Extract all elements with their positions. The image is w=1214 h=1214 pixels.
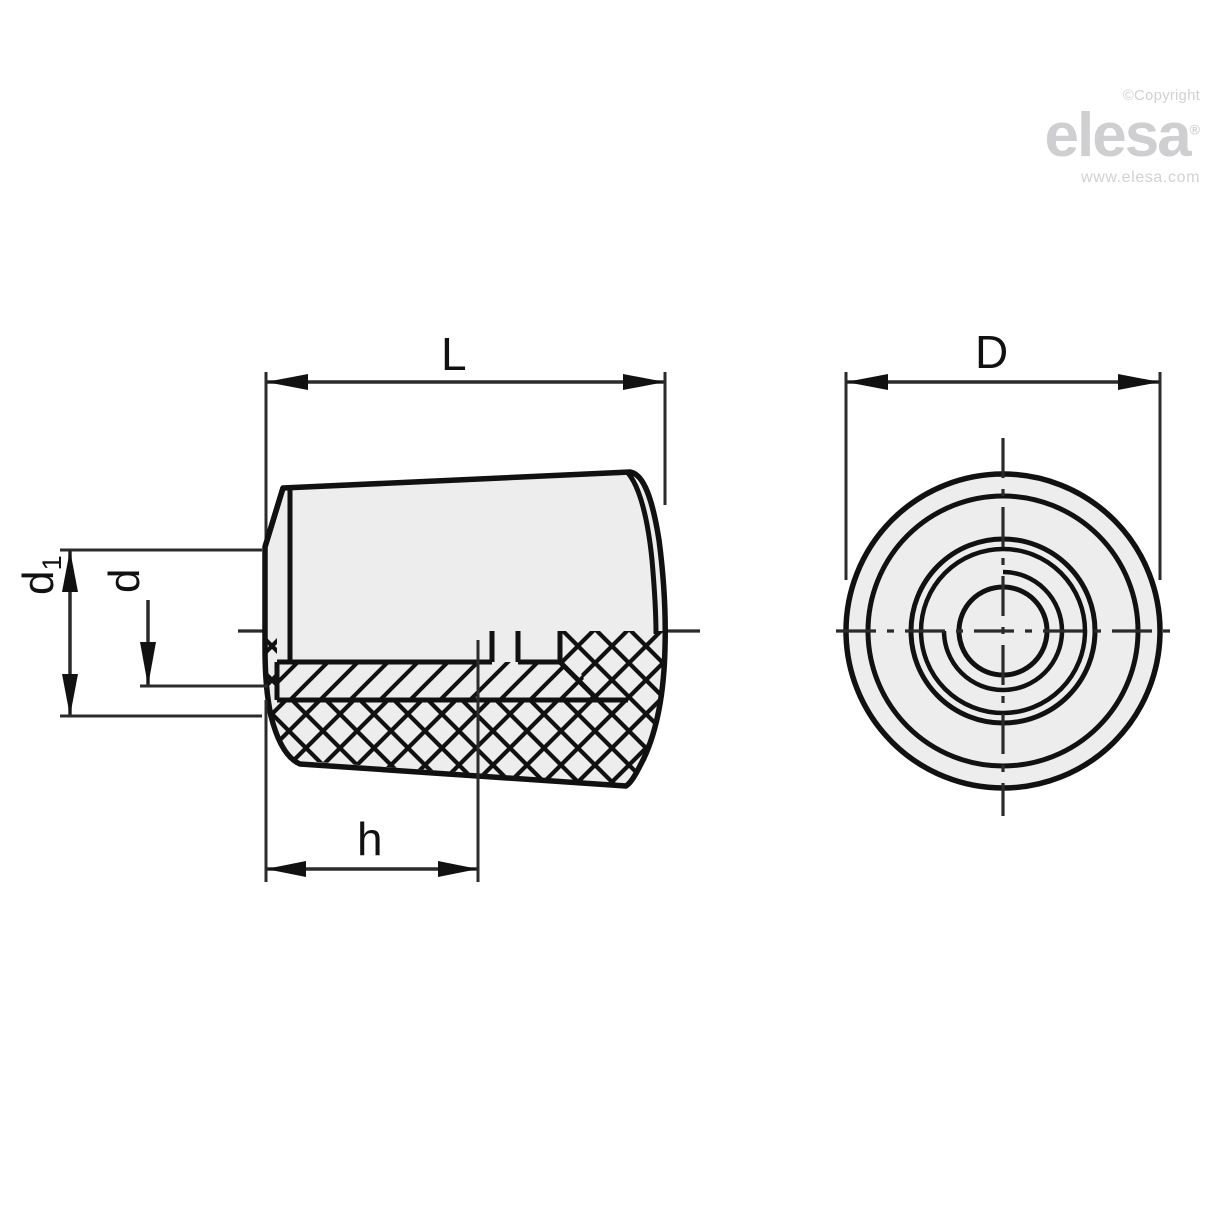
extension-lines-h (264, 640, 480, 882)
dimension-line-L (266, 374, 665, 390)
extension-lines-d1 (60, 548, 262, 718)
dimension-line-d (140, 600, 156, 686)
copyright-text: ©Copyright (1122, 87, 1200, 104)
dimension-line-D (846, 374, 1160, 390)
registered-trademark-icon: ® (1189, 121, 1200, 138)
dimension-label-d1-base: d (14, 570, 63, 595)
dimension-line-d1 (62, 550, 78, 716)
thread-arc-three-quarter (941, 569, 1065, 693)
bore-cavity-fill (277, 631, 560, 662)
dimension-label-d: d (100, 568, 149, 593)
website-url: www.elesa.com (1081, 169, 1200, 187)
dimension-label-d1-subscript: 1 (35, 555, 67, 571)
elesa-logo-text: elesa (1044, 101, 1192, 170)
elesa-logo: elesa® (1010, 105, 1200, 167)
dimension-label-D: D (975, 326, 1009, 378)
dimension-label-d1: d1 (14, 555, 67, 595)
dimension-label-h: h (357, 813, 383, 865)
centerlines-front-view (836, 438, 1178, 816)
dimension-extension-lines-D (844, 372, 1162, 580)
knob-body-upper-profile (265, 472, 665, 631)
elesa-watermark: ©Copyright elesa® www.elesa.com (1010, 88, 1200, 186)
chamfer-line-left (262, 487, 286, 548)
dimension-label-L: L (441, 328, 467, 380)
dimension-line-h (266, 861, 478, 877)
threaded-insert-section (277, 662, 596, 700)
dimension-extension-lines-L (264, 372, 667, 560)
bore-edges (274, 631, 628, 703)
knob-outer-outline (262, 469, 668, 789)
cap-inner-edge (626, 471, 659, 635)
